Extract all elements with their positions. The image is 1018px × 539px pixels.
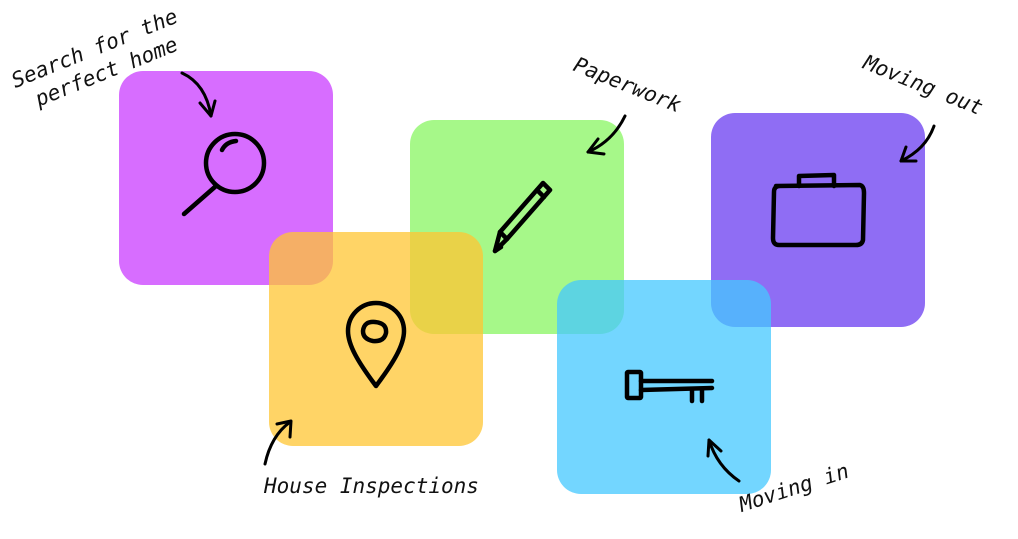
magnifier-icon xyxy=(181,131,267,217)
label-moving-out: Moving out xyxy=(859,50,986,120)
arrow-search xyxy=(180,71,217,118)
arrow-moving-in xyxy=(706,438,741,483)
tile-moving-in xyxy=(557,280,771,494)
arrow-inspections xyxy=(263,419,293,466)
key-icon xyxy=(624,369,715,404)
suitcase-icon xyxy=(770,172,867,248)
label-paperwork: Paperwork xyxy=(570,52,685,117)
location-pin-icon xyxy=(345,300,407,389)
arrow-moving-out xyxy=(899,124,936,163)
tile-moving-out xyxy=(711,113,925,327)
tile-search xyxy=(119,71,333,285)
pencil-icon xyxy=(492,180,553,254)
label-inspections: House Inspections xyxy=(263,474,479,498)
arrow-paperwork xyxy=(586,114,627,156)
